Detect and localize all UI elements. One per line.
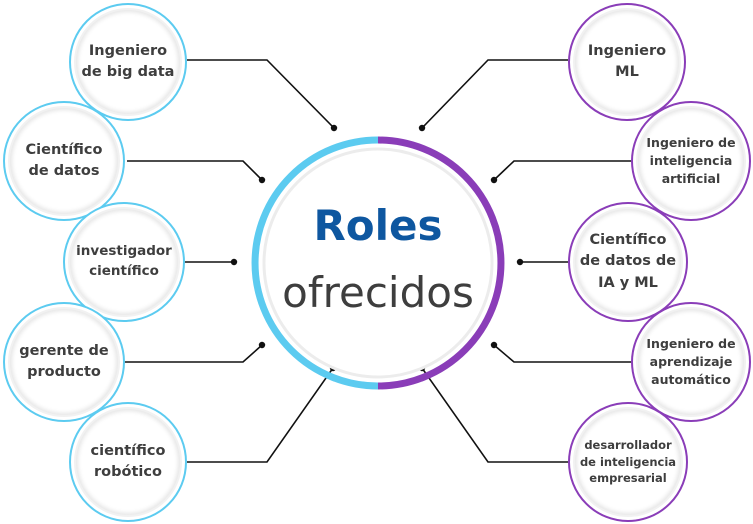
connector-dot [490, 341, 498, 349]
role-label: Científico de datos de IA y ML [579, 232, 677, 291]
role-label: gerente de producto [19, 342, 109, 380]
role-node-data-scientist: Científico de datos [3, 101, 125, 221]
role-node-ai-engineer: Ingeniero de inteligencia artificial [631, 101, 751, 221]
connector-big-data [187, 59, 335, 129]
role-node-ml-engineer: Ingeniero ML [568, 3, 686, 121]
role-node-product-manager: gerente de producto [3, 302, 125, 422]
role-label: desarrollador de inteligencia empresaria… [579, 437, 677, 486]
role-label: Ingeniero de big data [81, 42, 175, 80]
role-label: Científico de datos [25, 141, 103, 179]
connector-bi-developer [421, 367, 570, 463]
connector-ml-engineer [421, 59, 568, 129]
center-ring-left-half [251, 136, 379, 390]
connector-dot [330, 124, 338, 132]
center-ring-right-half [377, 136, 505, 390]
role-node-machine-learning-engineer: Ingeniero de aprendizaje automático [631, 302, 751, 422]
connector-dot [230, 258, 238, 266]
role-label: Ingeniero de aprendizaje automático [646, 335, 736, 388]
role-node-bi-developer: desarrollador de inteligencia empresaria… [568, 402, 688, 522]
connector-ai-engineer [493, 160, 633, 181]
connector-robotics-scientist [187, 367, 334, 463]
center-hub-background [262, 147, 494, 379]
role-label: Ingeniero ML [587, 42, 667, 80]
role-node-robotics-scientist: científico robótico [69, 402, 187, 522]
center-title: Roles [313, 201, 443, 250]
role-label: investigador científico [76, 243, 172, 279]
connector-product-manager [124, 344, 263, 363]
role-label: científico robótico [90, 442, 166, 480]
center-subtitle: ofrecidos [282, 268, 474, 317]
connector-dot [490, 176, 498, 184]
role-node-big-data-engineer: Ingeniero de big data [69, 3, 187, 121]
connector-data-scientist [127, 160, 263, 181]
role-node-research-scientist: investigador científico [63, 202, 185, 322]
connector-dot [418, 124, 426, 132]
role-node-ai-ml-data-scientist: Científico de datos de IA y ML [568, 202, 688, 322]
connector-dot [258, 176, 266, 184]
connector-dot [258, 341, 266, 349]
connector-dot [516, 258, 524, 266]
role-label: Ingeniero de inteligencia artificial [646, 134, 736, 187]
connector-machine-learning-engineer [493, 344, 633, 363]
